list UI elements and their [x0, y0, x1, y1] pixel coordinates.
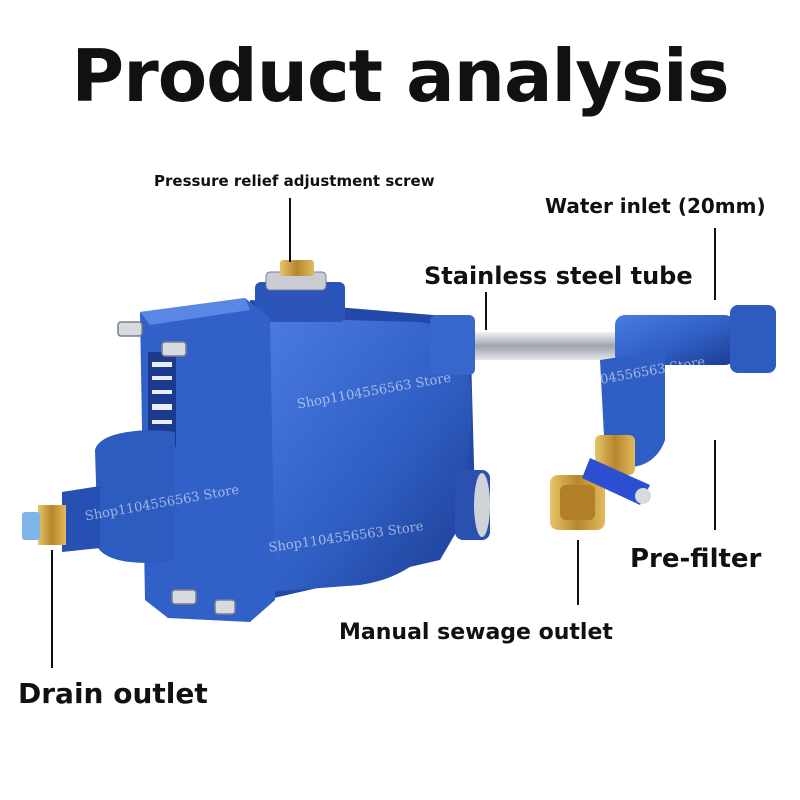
label-pre-filter: Pre-filter [630, 544, 762, 574]
pressure-relief-screw [265, 260, 327, 291]
label-water-inlet: Water inlet (20mm) [545, 194, 766, 218]
drain-housing [62, 430, 175, 563]
manual-sewage-valve [550, 435, 651, 530]
drain-outlet-fitting [22, 505, 66, 545]
label-manual-sewage-outlet: Manual sewage outlet [339, 620, 613, 645]
label-pressure-relief-screw: Pressure relief adjustment screw [154, 172, 435, 190]
label-drain-outlet: Drain outlet [18, 677, 208, 710]
page-title: Product analysis [71, 34, 729, 118]
label-stainless-steel-tube: Stainless steel tube [424, 262, 693, 290]
callout-lines [51, 198, 716, 668]
trap-body [117, 282, 490, 622]
